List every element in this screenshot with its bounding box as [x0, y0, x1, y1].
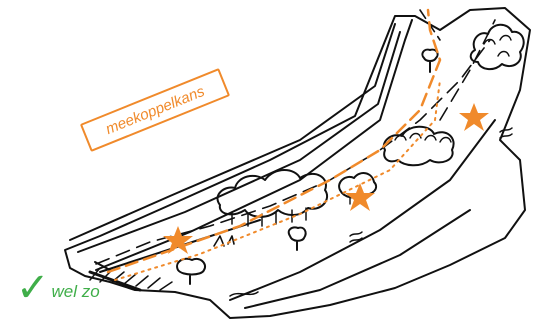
floodplain-inner-line	[245, 210, 470, 308]
tree-floodplain	[289, 227, 306, 250]
verdict-badge: ✓ wel zo	[16, 268, 100, 308]
tree-bush	[177, 259, 205, 284]
verdict-text: wel zo	[52, 282, 100, 302]
star-icon	[459, 103, 489, 131]
check-icon: ✓	[16, 268, 50, 308]
landscape-outline	[65, 8, 530, 318]
tree-cluster-mid	[384, 127, 454, 166]
tree-cluster-top	[471, 25, 524, 69]
orange-route-main	[108, 10, 440, 272]
dashed-path-left	[96, 40, 490, 264]
